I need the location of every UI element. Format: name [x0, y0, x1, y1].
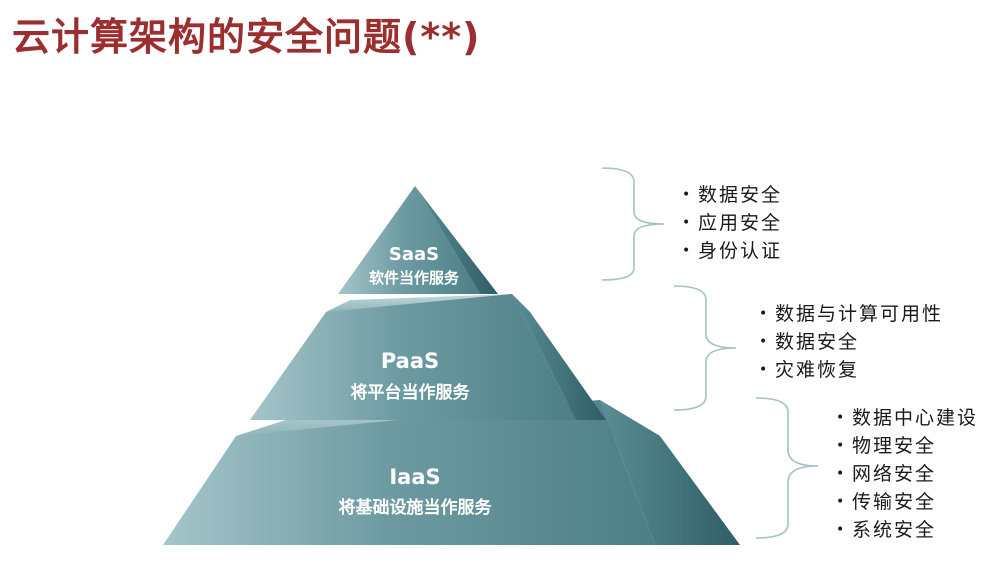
saas-bullets: 数据安全 应用安全 身份认证 — [682, 181, 782, 265]
list-item: 数据中心建设 — [836, 404, 978, 432]
saas-bracket — [602, 168, 664, 280]
paas-tier: PaaS 将平台当作服务 — [250, 294, 606, 420]
list-item: 应用安全 — [682, 209, 782, 237]
list-item: 物理安全 — [836, 432, 978, 460]
iaas-bracket — [756, 398, 818, 538]
paas-bracket — [674, 286, 736, 410]
list-item: 身份认证 — [682, 237, 782, 265]
paas-name: PaaS — [381, 349, 439, 373]
iaas-description: 将基础设施当作服务 — [339, 497, 493, 518]
list-item: 数据安全 — [682, 181, 782, 209]
list-item: 传输安全 — [836, 488, 978, 516]
list-item: 灾难恢复 — [759, 356, 943, 384]
paas-bullets: 数据与计算可用性 数据安全 灾难恢复 — [759, 300, 943, 384]
iaas-bullets: 数据中心建设 物理安全 网络安全 传输安全 系统安全 — [836, 404, 978, 544]
list-item: 系统安全 — [836, 516, 978, 544]
saas-description: 软件当作服务 — [369, 269, 460, 287]
saas-tier: SaaS 软件当作服务 — [338, 186, 498, 294]
paas-description: 将平台当作服务 — [351, 382, 471, 403]
list-item: 数据安全 — [759, 328, 943, 356]
iaas-tier: IaaS 将基础设施当作服务 — [163, 400, 740, 545]
list-item: 数据与计算可用性 — [759, 300, 943, 328]
iaas-name: IaaS — [389, 465, 440, 489]
saas-name: SaaS — [389, 244, 439, 265]
list-item: 网络安全 — [836, 460, 978, 488]
